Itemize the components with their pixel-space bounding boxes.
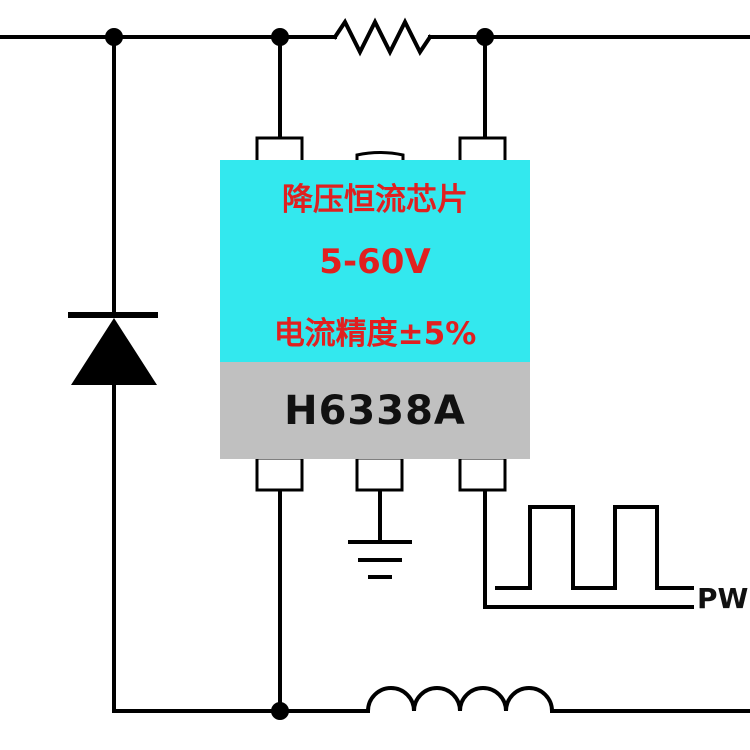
resistor-icon xyxy=(332,17,433,57)
pin-bottom-middle xyxy=(355,456,404,492)
pin-bottom-left xyxy=(255,456,304,492)
pwm-wire xyxy=(483,488,694,609)
junction-dot xyxy=(271,702,289,720)
junction-dot xyxy=(105,28,123,46)
diode-icon xyxy=(68,312,158,385)
pwm-wave-icon xyxy=(495,505,694,590)
inductor-icon xyxy=(358,686,562,713)
chip-model-panel: H6338A xyxy=(220,362,530,459)
junction-dot xyxy=(271,28,289,46)
voltage-range: 5-60V xyxy=(319,242,431,282)
pin-top-right xyxy=(458,136,507,164)
pin-top-middle xyxy=(355,151,405,162)
pin-top-left xyxy=(255,136,304,164)
pin-bottom-right xyxy=(458,456,507,492)
ground-icon xyxy=(348,540,412,579)
junction-dot xyxy=(476,28,494,46)
chip-label-panel: 降压恒流芯片 5-60V 电流精度±5% xyxy=(220,160,530,362)
chip-model: H6338A xyxy=(284,387,466,434)
chip-description: 降压恒流芯片 xyxy=(282,182,468,218)
current-accuracy: 电流精度±5% xyxy=(273,316,477,352)
pwm-label: PW xyxy=(697,582,749,615)
